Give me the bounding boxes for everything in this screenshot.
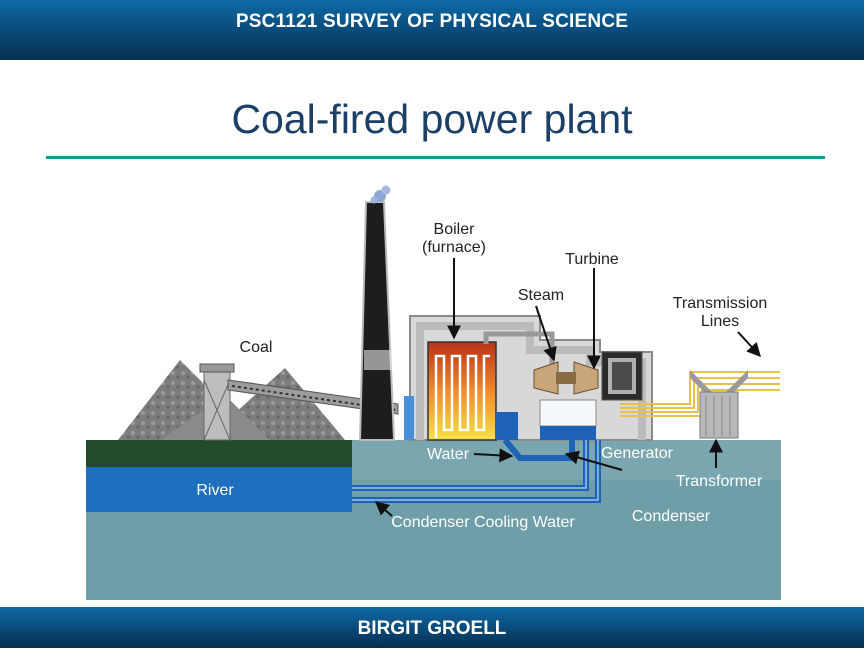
smokestack	[358, 201, 396, 441]
label-boiler: Boiler	[434, 221, 476, 238]
label-condenser: Condenser	[632, 508, 711, 525]
condenser-arrow	[564, 450, 623, 471]
coal-conveyor	[227, 379, 399, 415]
cooling-water-arrow	[374, 501, 393, 517]
label-transmission: Transmission	[673, 295, 768, 312]
footer-bar: BIRGIT GROELL	[0, 607, 864, 648]
label-lines: Lines	[701, 313, 739, 330]
transformer	[690, 370, 748, 439]
label-river: River	[196, 482, 234, 499]
label-steam: Steam	[518, 287, 564, 304]
label-transformer: Transformer	[676, 473, 763, 490]
river	[86, 467, 352, 512]
coal-tower	[203, 367, 231, 441]
grass-strip	[86, 440, 352, 467]
author-name: BIRGIT GROELL	[357, 618, 507, 639]
label-turbine: Turbine	[565, 251, 619, 268]
label-coal: Coal	[240, 339, 273, 356]
steam-arrow	[535, 305, 557, 362]
condenser	[539, 399, 597, 427]
water-tank	[496, 412, 518, 440]
water-arrow	[473, 448, 514, 463]
transmission-arrow	[737, 331, 761, 358]
label-furnace: (furnace)	[422, 239, 486, 256]
course-title: PSC1121 SURVEY OF PHYSICAL SCIENCE	[235, 11, 629, 32]
label-cooling-water: Condenser Cooling Water	[391, 514, 575, 531]
header-bar: PSC1121 SURVEY OF PHYSICAL SCIENCE	[0, 0, 864, 60]
feed-pipe	[404, 396, 414, 440]
turbine	[533, 361, 559, 395]
title-divider	[46, 156, 825, 159]
slide-title: Coal-fired power plant	[231, 96, 633, 142]
label-generator: Generator	[601, 445, 674, 462]
label-water: Water	[427, 446, 470, 463]
